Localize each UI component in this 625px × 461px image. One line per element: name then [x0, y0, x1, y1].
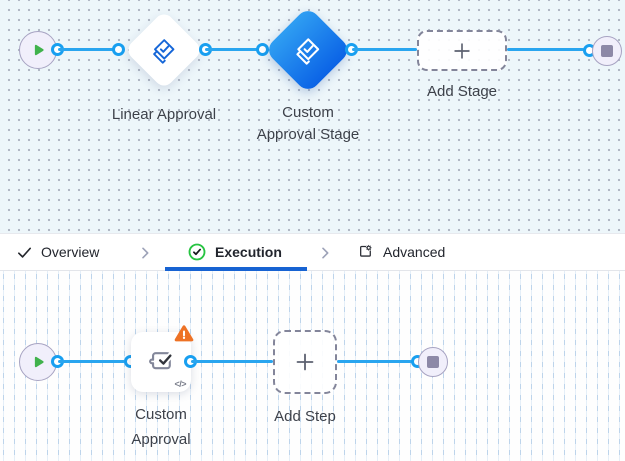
- edge: [507, 48, 584, 51]
- chevron-right-icon: [137, 245, 153, 261]
- add-stage-button[interactable]: [417, 30, 507, 71]
- code-icon: </>: [174, 379, 186, 389]
- connector[interactable]: [112, 43, 125, 56]
- edge: [58, 48, 119, 51]
- end-node[interactable]: [418, 347, 448, 377]
- end-node[interactable]: [592, 36, 622, 66]
- start-node[interactable]: [19, 343, 57, 381]
- add-step-label: Add Step: [274, 408, 336, 425]
- stage-node-label: Custom Approval Stage: [256, 104, 360, 143]
- connector[interactable]: [256, 43, 269, 56]
- plus-icon: [451, 40, 473, 62]
- flow-tab-bar: Overview Execution: [0, 233, 625, 271]
- edge: [337, 360, 412, 363]
- check-icon: [16, 244, 33, 261]
- add-stage-label: Add Stage: [426, 83, 498, 100]
- tab-label: Advanced: [383, 244, 446, 260]
- stop-icon: [601, 45, 613, 57]
- tab-advanced[interactable]: Advanced: [357, 234, 445, 270]
- card-gear-icon: [357, 243, 375, 261]
- edge: [205, 48, 263, 51]
- play-icon: [28, 352, 48, 372]
- puzzle-check-icon: [144, 345, 178, 379]
- chevron-right-icon: [317, 245, 333, 261]
- layered-check-diamond-icon: [151, 37, 178, 64]
- tab-label: Execution: [215, 244, 282, 260]
- add-step-button[interactable]: [273, 330, 337, 394]
- step-canvas[interactable]: </> Custom Approval Add Step: [0, 271, 625, 461]
- stop-icon: [427, 356, 439, 368]
- layered-check-diamond-icon: [294, 36, 323, 65]
- step-node-label: Custom Approval: [131, 406, 191, 448]
- check-circle-icon: [187, 242, 207, 262]
- stage-node-linear-approval[interactable]: [124, 10, 204, 90]
- tab-overview[interactable]: Overview: [16, 234, 99, 270]
- start-node[interactable]: [19, 31, 57, 69]
- edge: [191, 360, 273, 363]
- warning-triangle-icon[interactable]: [174, 324, 194, 342]
- play-icon: [28, 40, 48, 60]
- stage-node-label: Linear Approval: [111, 106, 217, 123]
- active-tab-underline: [165, 267, 307, 271]
- edge: [352, 48, 417, 51]
- edge: [58, 360, 125, 363]
- plus-icon: [293, 350, 317, 374]
- stage-canvas[interactable]: Linear Approval Custom Approval Stage: [0, 0, 625, 233]
- tab-label: Overview: [41, 244, 100, 260]
- step-node-custom-approval[interactable]: </>: [131, 325, 194, 392]
- stage-node-custom-approval-stage[interactable]: [264, 6, 352, 94]
- tab-execution[interactable]: Execution: [187, 234, 282, 270]
